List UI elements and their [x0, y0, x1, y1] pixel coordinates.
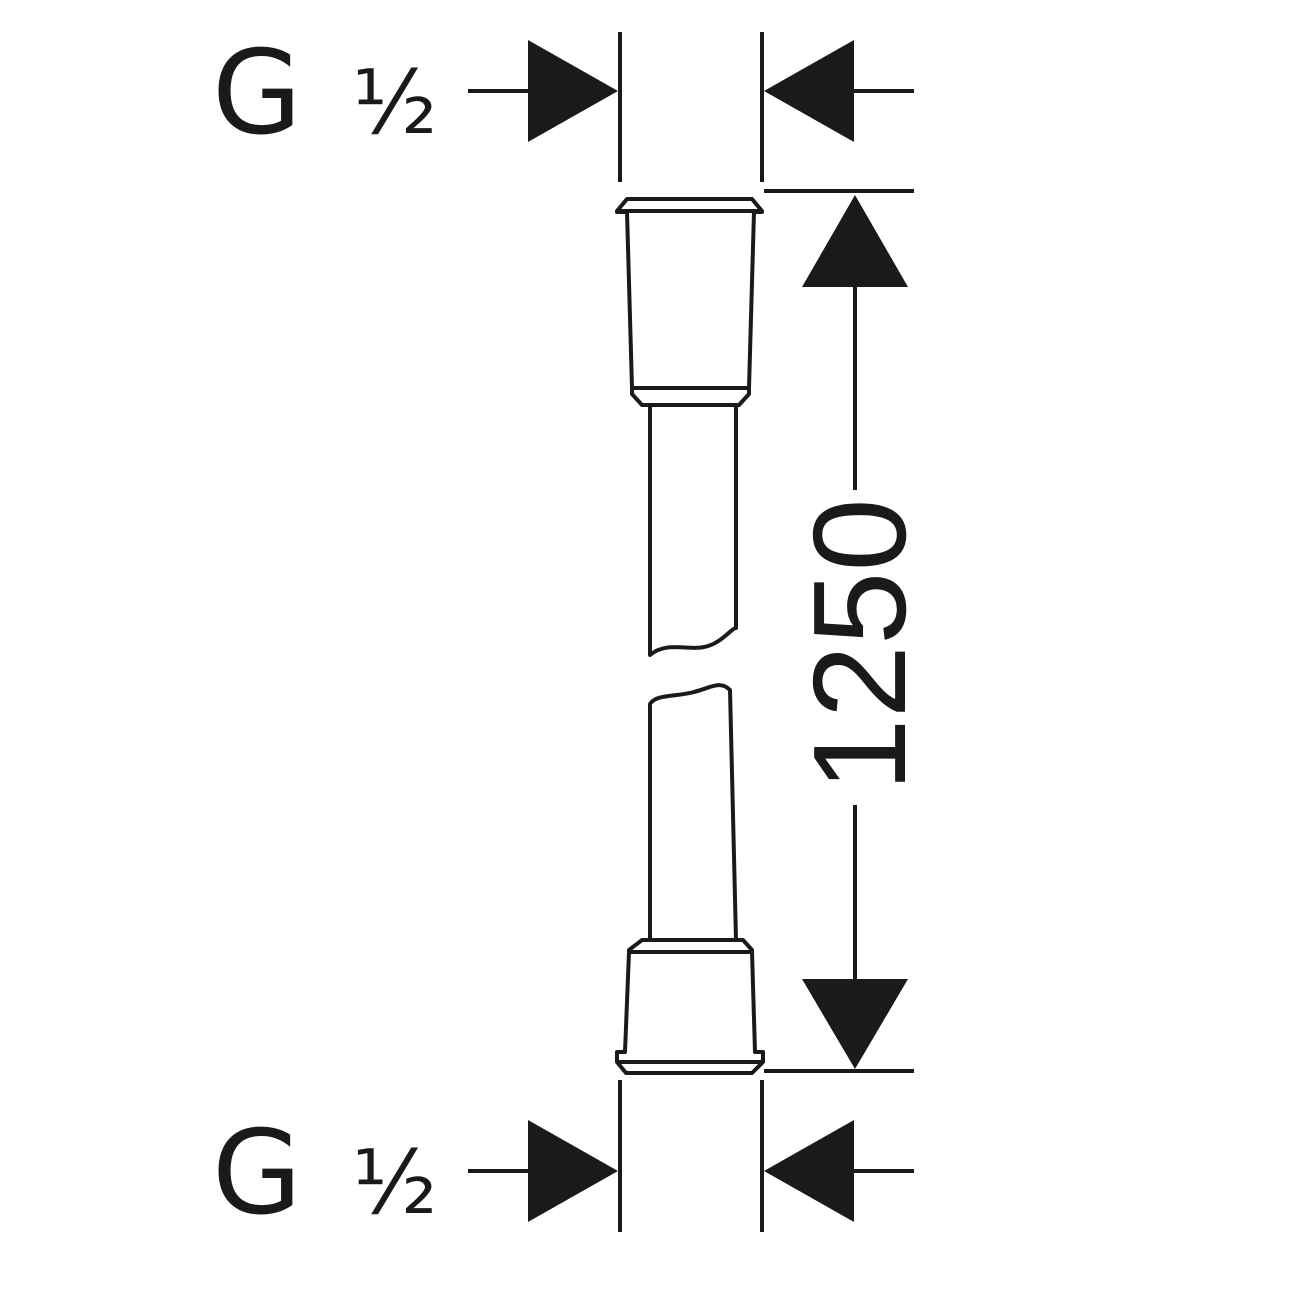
length-arrow-up — [802, 195, 908, 287]
top-thread-letter: G — [212, 26, 302, 161]
bottom-thread-size: ½ — [352, 1131, 437, 1234]
lower-hose-segment — [648, 683, 738, 941]
length-arrow-down — [802, 979, 908, 1069]
length-dimension: 1250 — [764, 189, 933, 1073]
top-nut — [615, 197, 764, 390]
top-arrow-left-pointing — [764, 40, 854, 142]
top-collar — [630, 386, 751, 407]
shower-hose — [615, 197, 765, 1075]
bottom-nut — [615, 950, 765, 1075]
bottom-thread-callout: G ½ — [212, 1106, 437, 1241]
bottom-width-dimension — [468, 1080, 914, 1232]
top-arrow-right-pointing — [528, 40, 618, 142]
bottom-arrow-left-pointing — [764, 1120, 854, 1222]
bottom-thread-letter: G — [212, 1106, 302, 1241]
top-width-dimension — [468, 32, 914, 182]
top-thread-size: ½ — [352, 51, 437, 154]
top-thread-callout: G ½ — [212, 26, 437, 161]
length-dimension-value: 1250 — [786, 498, 933, 792]
bottom-arrow-right-pointing — [528, 1120, 618, 1222]
upper-hose-segment — [648, 405, 738, 657]
